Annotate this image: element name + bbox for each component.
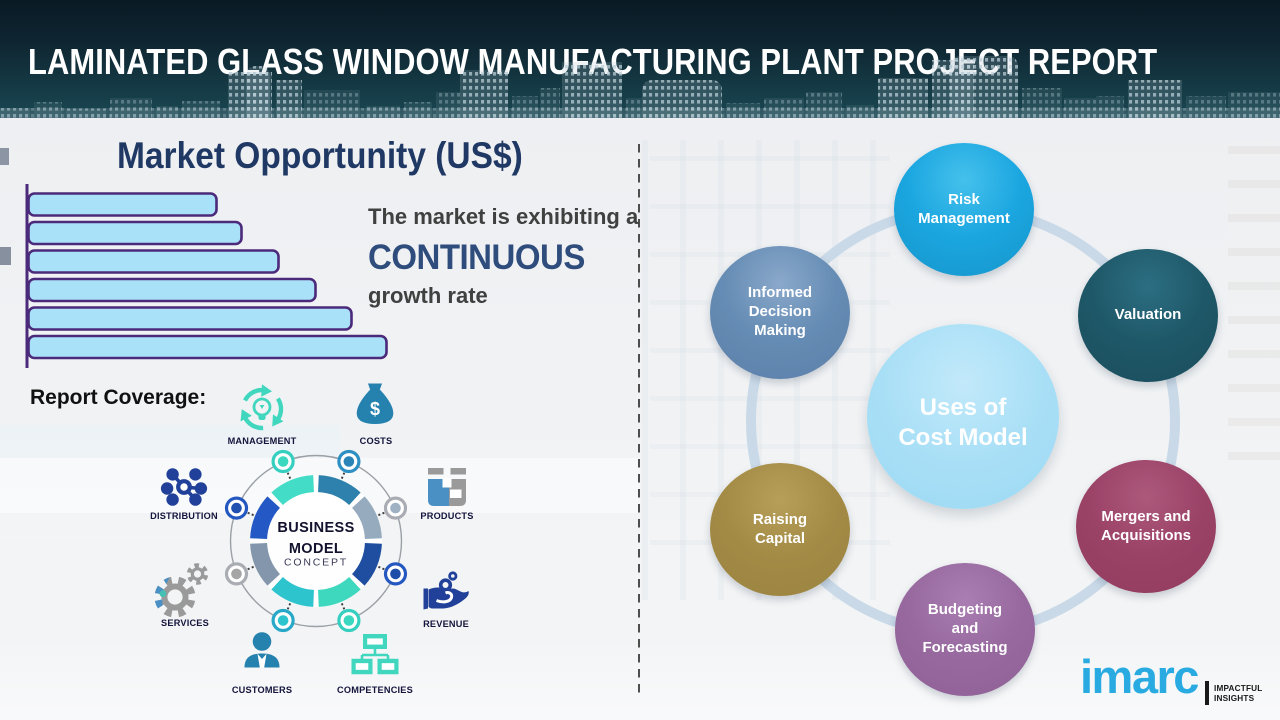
svg-text:PRODUCTS: PRODUCTS <box>420 511 473 521</box>
svg-text:$: $ <box>370 399 380 419</box>
svg-text:CUSTOMERS: CUSTOMERS <box>232 685 292 695</box>
svg-text:DISTRIBUTION: DISTRIBUTION <box>150 511 218 521</box>
svg-text:CONCEPT: CONCEPT <box>284 557 348 569</box>
svg-text:COSTS: COSTS <box>360 436 393 446</box>
svg-text:MANAGEMENT: MANAGEMENT <box>228 436 297 446</box>
svg-text:REVENUE: REVENUE <box>423 619 469 629</box>
svg-text:SERVICES: SERVICES <box>161 618 209 628</box>
svg-text:COMPETENCIES: COMPETENCIES <box>337 685 413 695</box>
svg-text:BUSINESS: BUSINESS <box>277 520 354 536</box>
svg-text:MODEL: MODEL <box>289 541 343 557</box>
